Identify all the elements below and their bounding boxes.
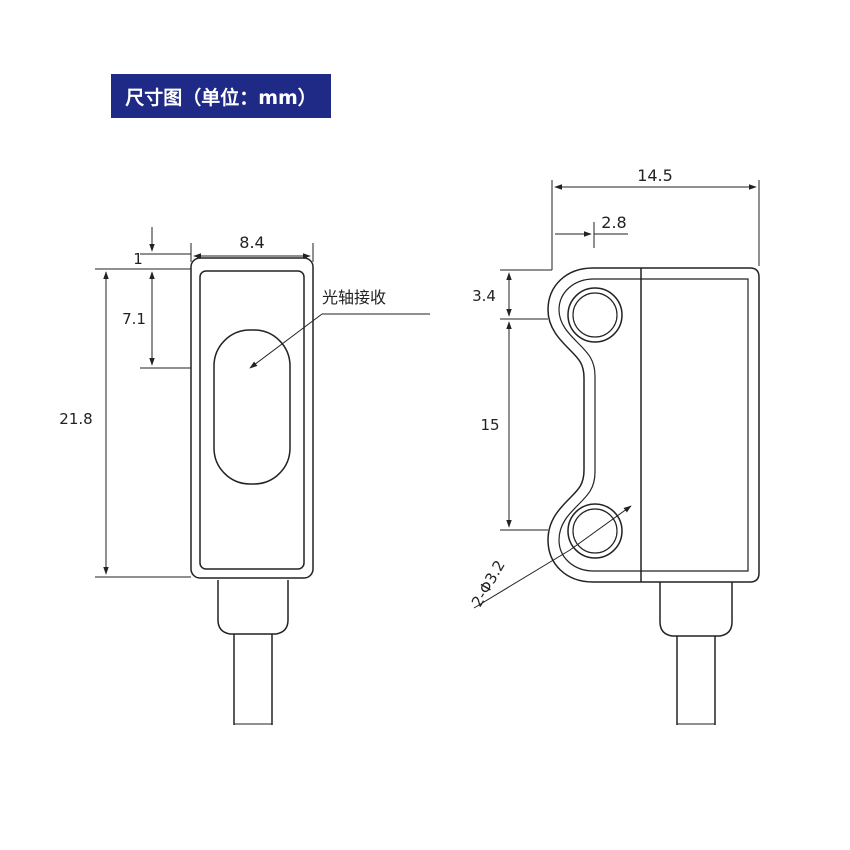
front-body-outer	[190, 257, 314, 579]
side-body-inner	[558, 278, 749, 572]
optical-axis-callout: 光轴接收	[322, 288, 386, 307]
front-optical-offset-label: 7.1	[122, 310, 146, 328]
front-dimensions	[95, 227, 430, 578]
front-body-inner	[199, 270, 305, 570]
optical-window	[213, 329, 291, 485]
side-hole-top-label: 3.4	[472, 287, 496, 305]
front-view	[190, 257, 314, 725]
side-width-label: 14.5	[637, 166, 673, 185]
side-dimensions	[473, 180, 760, 609]
front-cable-gland	[217, 580, 289, 635]
diagram-title: 尺寸图（单位：mm）	[111, 74, 331, 118]
front-width-label: 8.4	[239, 233, 264, 252]
mount-hole-top	[567, 287, 623, 343]
side-hole-diameter-label: 2-Φ3.2	[468, 557, 509, 610]
side-cable-gland	[659, 582, 733, 637]
side-body-outline	[547, 267, 760, 583]
front-top-offset-label: 1	[133, 250, 143, 268]
side-hole-offset-label: 2.8	[601, 213, 626, 232]
side-view	[547, 267, 760, 725]
front-height-label: 21.8	[59, 410, 92, 428]
side-hole-spacing-label: 15	[480, 416, 499, 434]
mount-hole-bottom	[567, 503, 623, 559]
